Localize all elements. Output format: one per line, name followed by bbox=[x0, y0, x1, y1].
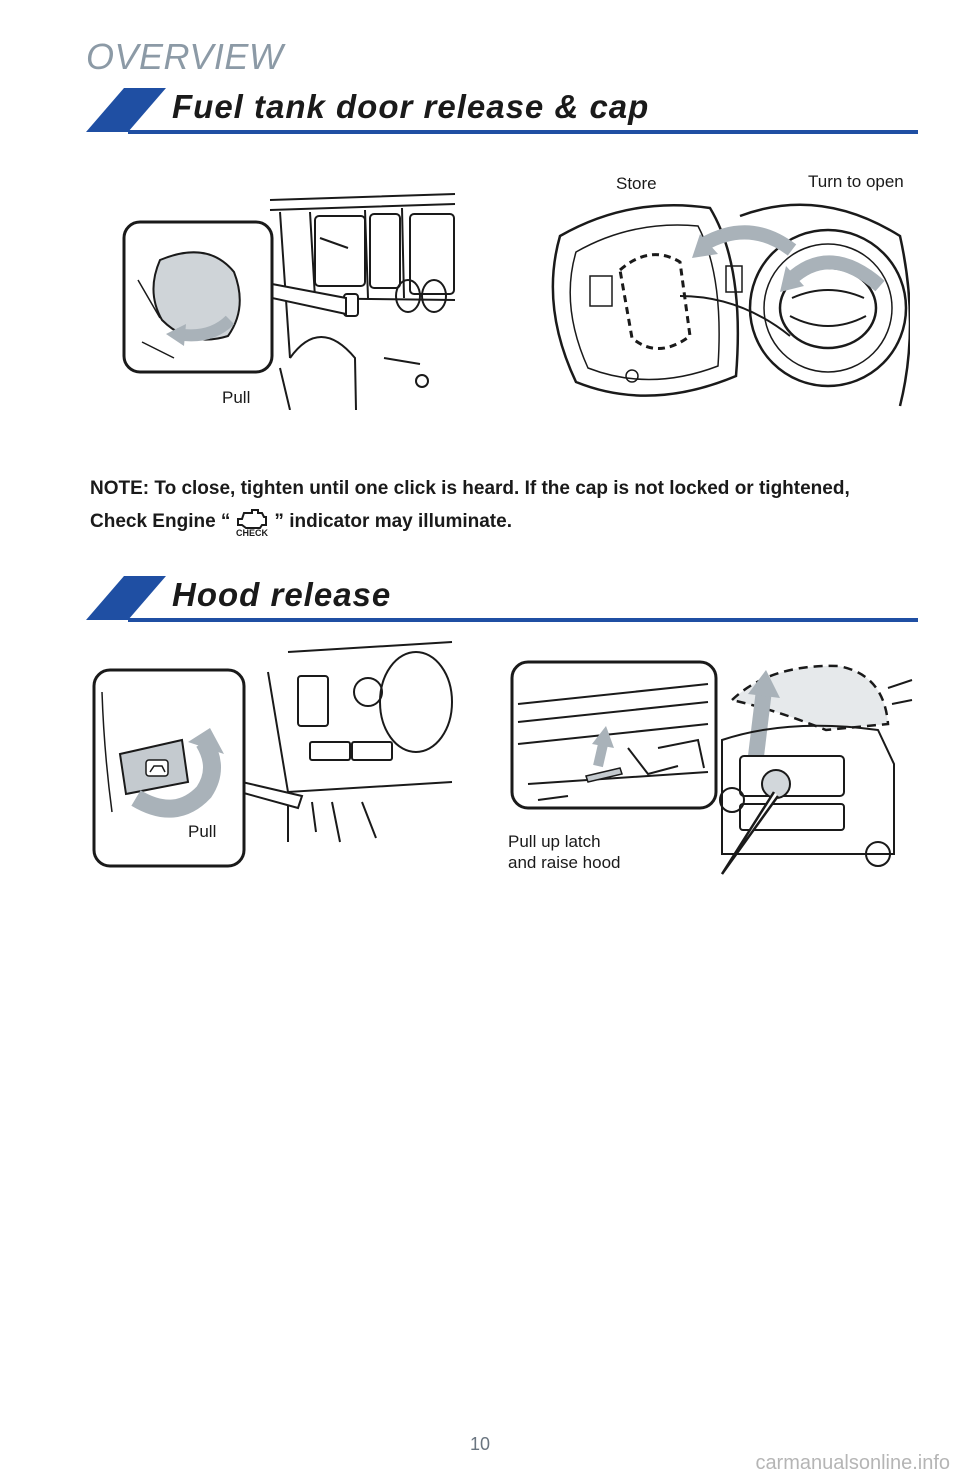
fuel-door-release-illustration bbox=[122, 193, 456, 410]
fuel-section-header: Fuel tank door release & cap bbox=[86, 86, 918, 134]
store-label: Store bbox=[616, 174, 657, 193]
pull-up-latch-label-line2: and raise hood bbox=[508, 853, 621, 872]
hood-pull-label: Pull bbox=[188, 822, 217, 841]
note-text-after: ” indicator may illuminate. bbox=[274, 511, 512, 532]
header-rule bbox=[128, 130, 918, 134]
hood-latch-illustration bbox=[510, 660, 913, 875]
header-accent bbox=[86, 88, 166, 132]
fuel-cap-note: NOTE: To close, tighten until one click … bbox=[90, 472, 890, 538]
header-rule bbox=[128, 618, 918, 622]
check-engine-icon-text: CHECK bbox=[236, 528, 269, 537]
fuel-pull-label: Pull bbox=[222, 388, 251, 407]
pull-up-latch-label-line1: Pull up latch bbox=[508, 832, 601, 851]
note-text-before: NOTE: To close, tighten until one click … bbox=[90, 478, 850, 532]
hood-release-icon bbox=[145, 759, 169, 777]
page-number: 10 bbox=[469, 1434, 491, 1454]
fuel-cap-illustration bbox=[551, 203, 910, 407]
check-engine-icon: CHECK bbox=[236, 509, 269, 537]
hood-section-header: Hood release bbox=[86, 574, 918, 622]
watermark: carmanualsonline.info bbox=[755, 1452, 950, 1474]
fuel-section-title: Fuel tank door release & cap bbox=[172, 88, 650, 125]
hood-section-title: Hood release bbox=[172, 576, 392, 613]
header-accent bbox=[86, 576, 166, 620]
hood-release-lever-illustration bbox=[92, 641, 453, 868]
turn-to-open-label: Turn to open bbox=[808, 172, 904, 191]
overview-heading: OVERVIEW bbox=[86, 36, 284, 77]
